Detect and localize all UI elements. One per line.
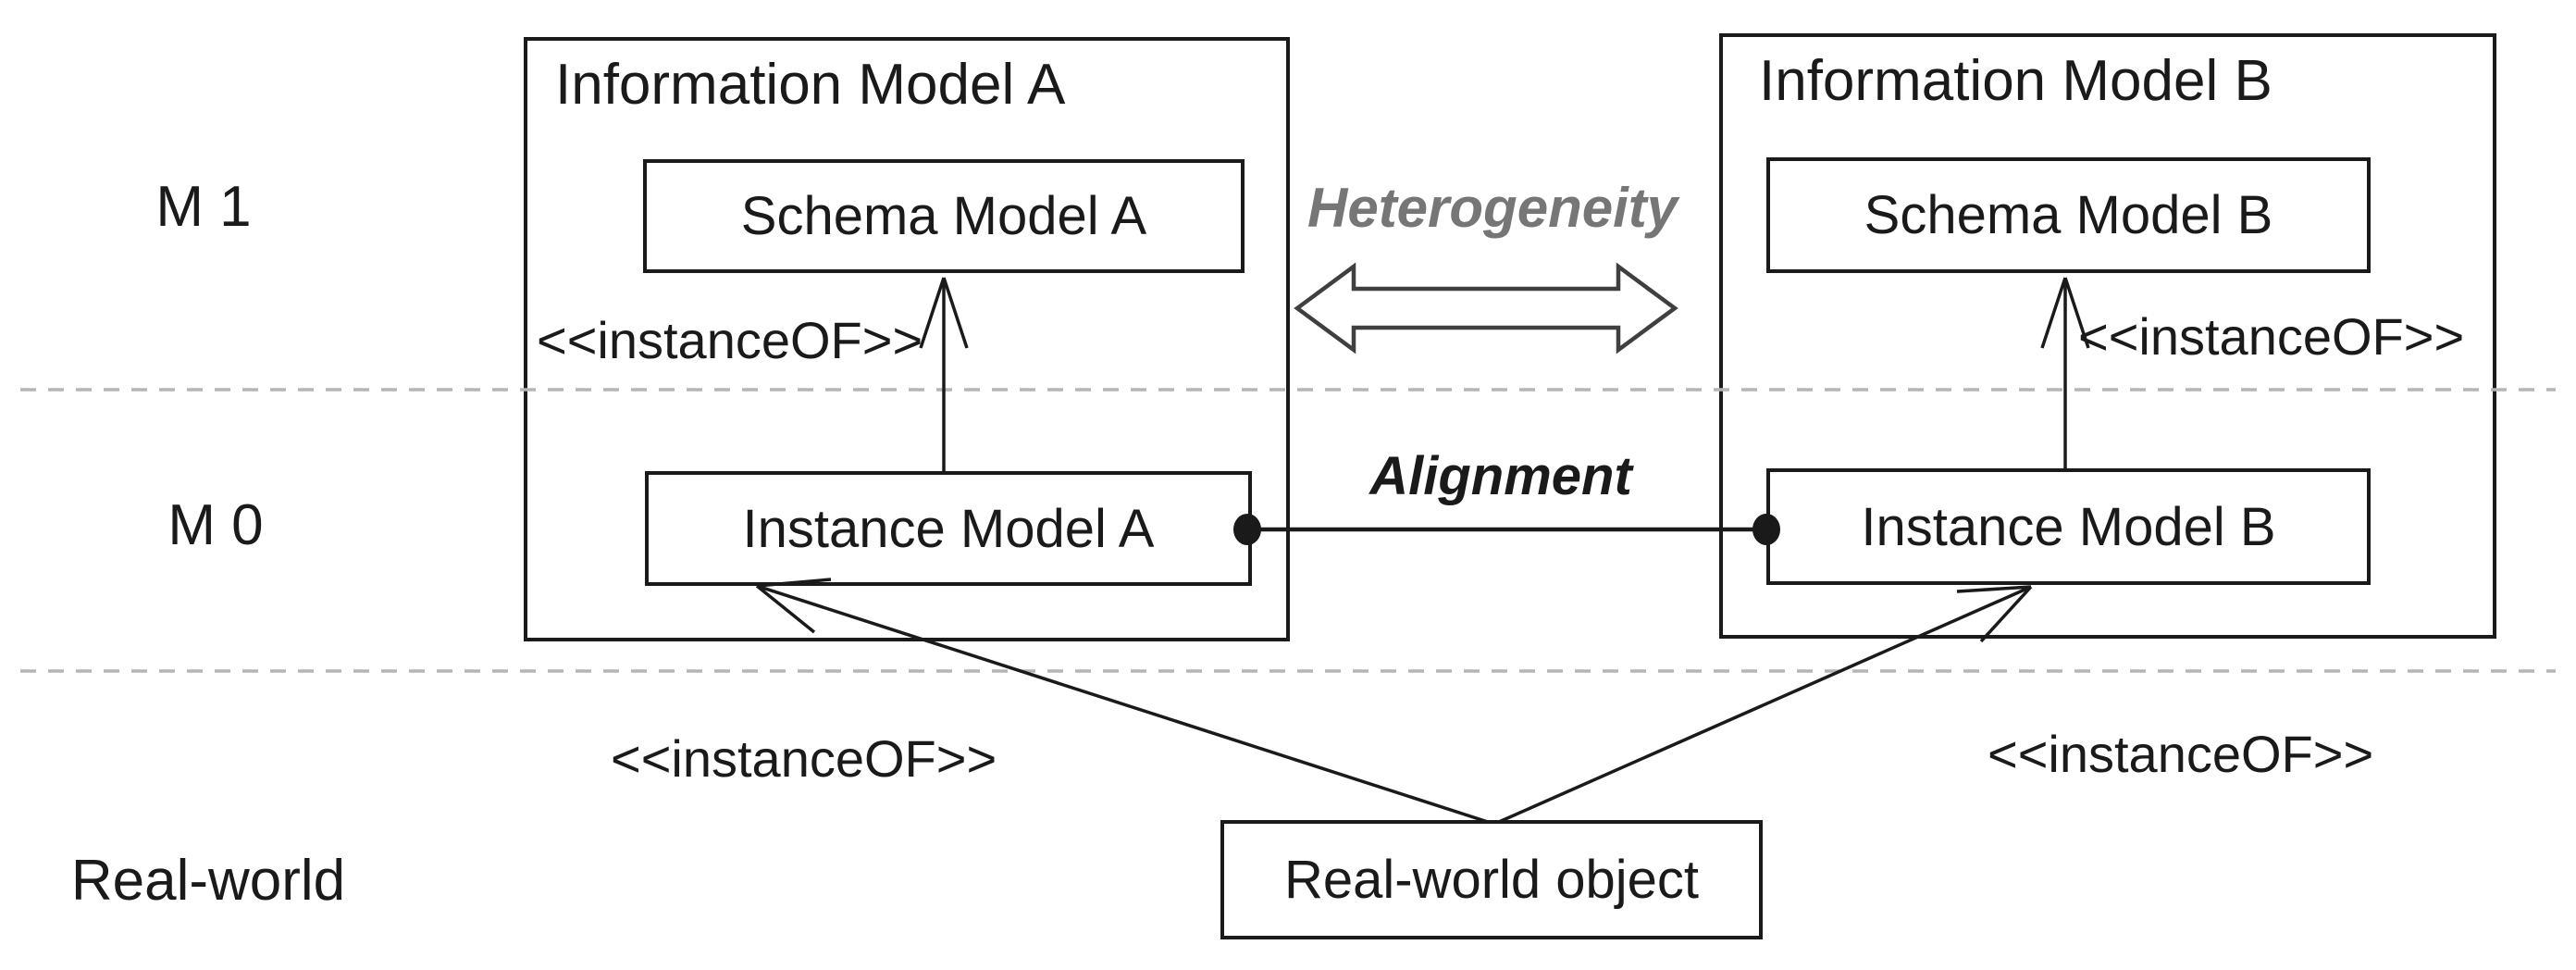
schema-model-b-label: Schema Model B <box>1864 185 2273 245</box>
instance-model-a-label: Instance Model A <box>742 498 1155 559</box>
schema-model-b-box: Schema Model B <box>1766 157 2371 273</box>
instance-of-label-bottom-right: <<instanceOF>> <box>1988 725 2374 783</box>
layer-label-m1: M 1 <box>155 175 252 239</box>
schema-model-a-box: Schema Model A <box>643 159 1245 273</box>
instance-model-b-box: Instance Model B <box>1766 468 2371 585</box>
instance-of-label-top-left: <<instanceOF>> <box>537 311 923 369</box>
instance-of-label-bottom-left: <<instanceOF>> <box>611 729 997 788</box>
heterogeneity-label: Heterogeneity <box>1307 177 1678 239</box>
schema-model-a-label: Schema Model A <box>740 186 1147 246</box>
real-world-object-box: Real-world object <box>1220 820 1763 939</box>
layer-label-real-world: Real-world <box>70 849 346 913</box>
information-model-a-title: Information Model A <box>555 53 1066 117</box>
instance-model-b-label: Instance Model B <box>1861 496 2276 557</box>
real-world-object-label: Real-world object <box>1283 850 1700 910</box>
heterogeneity-double-arrow <box>1294 262 1678 354</box>
information-model-b-title: Information Model B <box>1759 49 2273 113</box>
information-model-b-box <box>1719 33 2496 639</box>
instance-of-label-top-right: <<instanceOF>> <box>2078 307 2465 366</box>
instance-model-a-box: Instance Model A <box>645 471 1252 586</box>
layer-label-m0: M 0 <box>167 493 264 557</box>
alignment-label: Alignment <box>1369 446 1632 506</box>
